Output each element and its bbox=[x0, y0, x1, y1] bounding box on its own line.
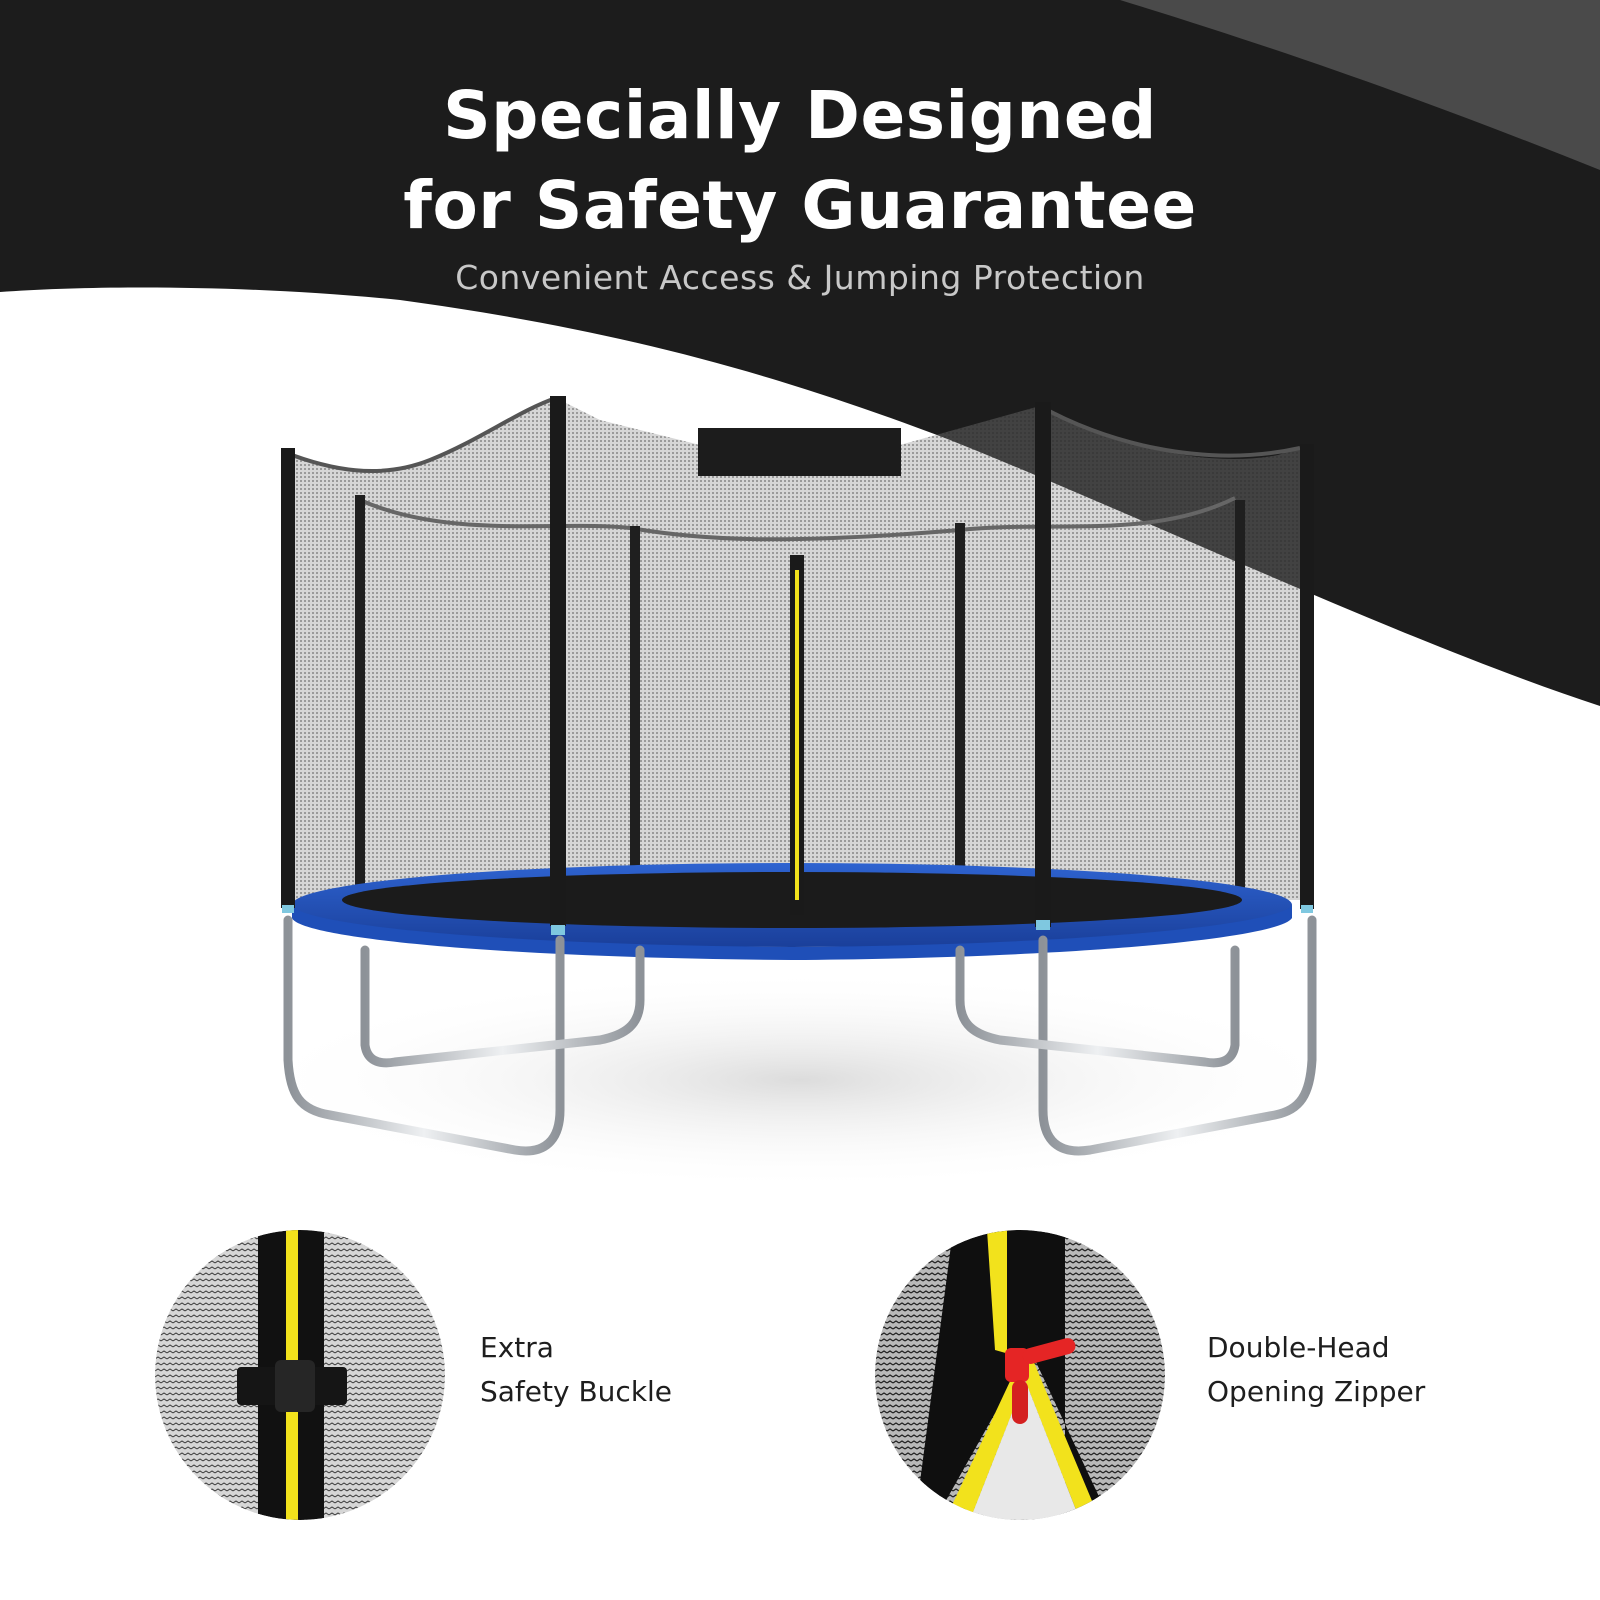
net-banner bbox=[698, 428, 901, 476]
feature-label-line-2: Safety Buckle bbox=[480, 1375, 673, 1408]
feature-label-line-1: Extra bbox=[480, 1331, 554, 1364]
safety-buckle-icon bbox=[155, 1230, 445, 1520]
feature-safety-buckle: Extra Safety Buckle bbox=[155, 1230, 715, 1530]
gray-wedge bbox=[1120, 0, 1600, 170]
trampoline-image bbox=[240, 396, 1360, 1190]
ladder bbox=[746, 950, 851, 1190]
subtitle: Convenient Access & Jumping Protection bbox=[455, 258, 1145, 297]
feature-double-head-zipper: Double-Head Opening Zipper bbox=[875, 1230, 1475, 1530]
headline-line-2: for Safety Guarantee bbox=[403, 167, 1197, 244]
feature-label-line-2: Opening Zipper bbox=[1207, 1375, 1426, 1408]
feature-label-line-1: Double-Head bbox=[1207, 1331, 1390, 1364]
headline-line-1: Specially Designed bbox=[443, 77, 1157, 154]
zipper-icon bbox=[875, 1230, 1165, 1520]
